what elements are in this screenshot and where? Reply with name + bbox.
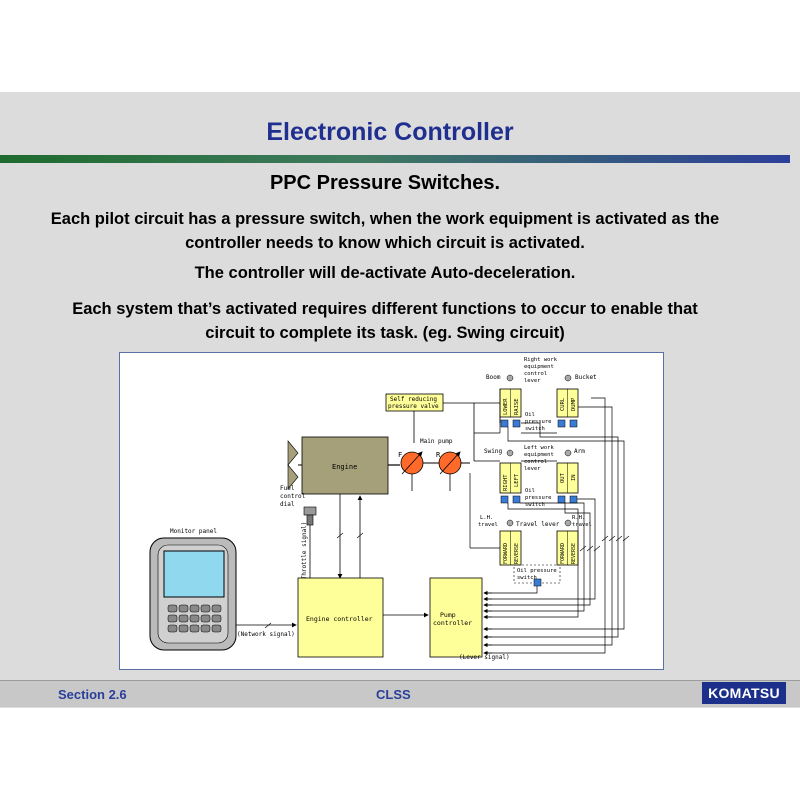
curl-label: CURL <box>560 397 566 411</box>
engine-controller-box <box>297 577 384 658</box>
pump-controller-box <box>429 577 483 658</box>
rh-travel-label-1: R.H. <box>572 515 585 521</box>
left-label: LEFT <box>514 473 520 487</box>
lh-forward-label: FORWARD <box>503 543 509 564</box>
pump-controller-label-1: Pump <box>440 611 456 619</box>
fuel-dial-icon <box>303 506 317 516</box>
monitor-keypad <box>167 604 222 633</box>
left-lever-label-1: Left work <box>524 445 554 451</box>
lower-label: LOWER <box>503 398 509 415</box>
out-label: OUT <box>560 472 566 483</box>
oil-pressure-switches-middle <box>500 495 578 504</box>
arm-label: Arm <box>574 448 585 455</box>
oil-ps-bottom-label-1: Oil pressure <box>517 568 557 574</box>
lh-reverse-label: REVERSE <box>514 543 520 564</box>
travel-lever-label: Travel lever <box>516 521 560 528</box>
subtitle: PPC Pressure Switches. <box>269 172 501 194</box>
self-reducing-valve-box <box>385 393 444 412</box>
rh-reverse-label: REVERSE <box>571 543 577 564</box>
footer-bar <box>0 680 800 707</box>
wire-break-marks <box>264 532 630 629</box>
left-lever-label-3: control <box>524 459 547 465</box>
right-lever-label-4: lever <box>524 378 541 384</box>
oil-ps-label-2b: pressure <box>525 495 552 501</box>
monitor-screen <box>163 550 225 598</box>
self-reducing-label-1: Self reducing <box>390 396 437 403</box>
paragraph-1: Each pilot circuit has a pressure switch… <box>0 207 770 255</box>
network-signal-label: (Network signal) <box>237 631 295 638</box>
fan-icon <box>287 440 299 466</box>
oil-ps-label-1a: Oil <box>525 412 535 418</box>
oil-pressure-switch-bottom <box>533 578 542 587</box>
clss-diagram: Self reducing pressure valve Engine Main… <box>119 352 664 670</box>
lh-travel-label-2: travel <box>478 522 498 528</box>
lever-signal-label: (Lever signal) <box>459 654 510 661</box>
left-lever-label-2: equipment <box>524 452 554 458</box>
fuel-label-1: Fuel <box>280 485 295 492</box>
paragraph-2: The controller will de-activate Auto-dec… <box>194 264 576 282</box>
right-lever-label-2: equipment <box>524 364 554 370</box>
footer-center-label: CLSS <box>376 687 411 702</box>
komatsu-logo: KOMATSU <box>702 682 786 704</box>
page-title: Electronic Controller <box>266 118 514 146</box>
in-label: IN <box>571 474 577 481</box>
diagram-svg: Self reducing pressure valve Engine Main… <box>149 357 630 661</box>
oil-pressure-switches-top <box>500 419 578 428</box>
fuel-label-2: control <box>280 493 306 500</box>
engine-controller-label: Engine controller <box>306 615 373 623</box>
main-pump-label: Main pump <box>420 438 453 445</box>
oil-ps-label-1c: switch <box>525 426 545 432</box>
rh-travel-label-2: travel <box>572 522 592 528</box>
bucket-label: Bucket <box>575 374 597 381</box>
self-reducing-label-2: pressure valve <box>388 403 439 410</box>
engine-label: Engine <box>332 463 357 471</box>
paragraph-3-line-2: circuit to complete its task. (eg. Swing… <box>205 324 565 342</box>
boom-label: Boom <box>486 374 501 381</box>
oil-ps-label-1b: pressure <box>525 419 552 425</box>
rh-forward-label: FORWARD <box>560 543 566 564</box>
signal-arrowheads <box>483 590 492 656</box>
monitor-panel-label: Monitor panel <box>170 528 217 535</box>
fuel-label-3: dial <box>280 501 295 508</box>
paragraph-3-line-1: Each system that’s activated requires di… <box>72 300 698 318</box>
dump-label: DUMP <box>571 397 577 411</box>
oil-ps-label-2a: Oil <box>525 488 535 494</box>
right-lever-label-3: control <box>524 371 547 377</box>
paragraph-1-line-2: controller needs to know which circuit i… <box>185 234 585 252</box>
paragraph-3: Each system that’s activated requires di… <box>0 297 770 345</box>
engine-box <box>301 436 389 495</box>
title-divider <box>0 155 790 163</box>
signal-lines <box>484 397 625 654</box>
pump-r-label: R <box>436 451 441 459</box>
oil-ps-label-2c: switch <box>525 502 545 508</box>
left-lever-label-4: lever <box>524 466 541 472</box>
pump-f-label: F <box>398 451 402 459</box>
pump-controller-label-2: controller <box>433 619 472 627</box>
raise-label: RAISE <box>514 398 520 415</box>
swing-label: Swing <box>484 448 502 455</box>
oil-ps-bottom-label-2: switch <box>517 575 537 581</box>
right-lever-label-1: Right work <box>524 357 558 363</box>
paragraph-1-line-1: Each pilot circuit has a pressure switch… <box>50 210 720 228</box>
lh-travel-label-1: L.H. <box>480 515 493 521</box>
right-label: RIGHT <box>503 474 509 491</box>
section-label: Section 2.6 <box>58 687 127 702</box>
throttle-signal-label: (Throttle signal) <box>301 522 308 583</box>
